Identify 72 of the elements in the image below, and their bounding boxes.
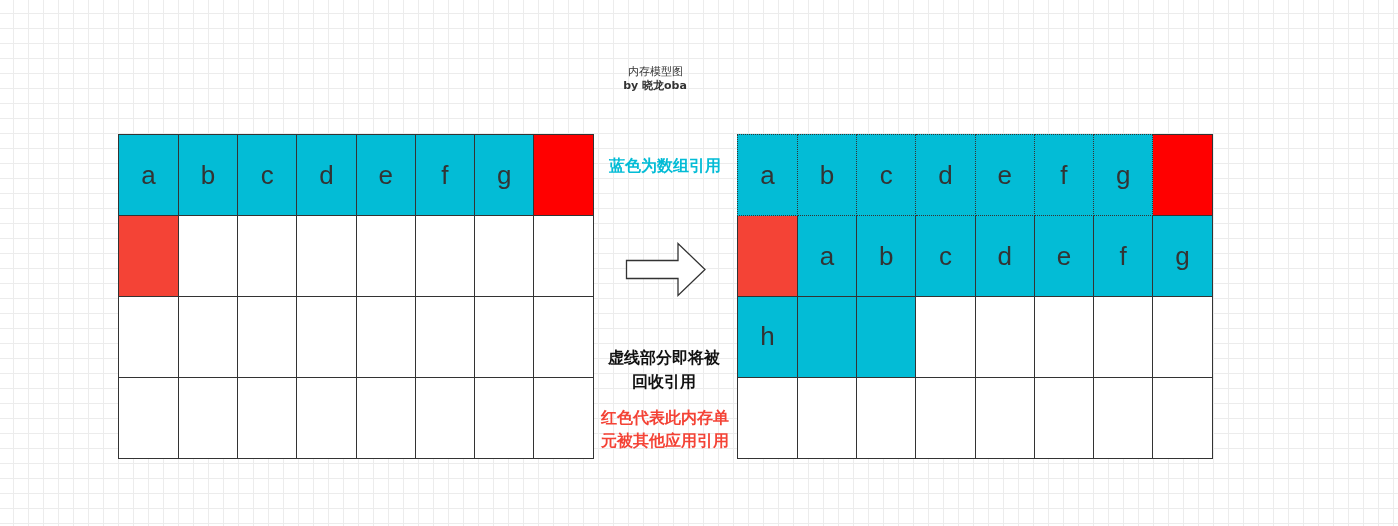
memory-cell <box>534 134 594 217</box>
memory-cell <box>1034 377 1094 459</box>
memory-cell <box>797 297 857 378</box>
memory-cell <box>534 216 594 298</box>
memory-cell <box>534 377 594 459</box>
memory-cell <box>178 216 238 298</box>
memory-cell: d <box>975 216 1035 298</box>
memory-cell <box>297 377 357 459</box>
memory-cell: b <box>857 216 917 298</box>
legend-note: 红色代表此内存单元被其他应用引用 <box>600 407 730 452</box>
memory-cell: b <box>797 134 857 217</box>
memory-cell: c <box>238 134 298 217</box>
memory-cell <box>737 216 798 298</box>
memory-grid <box>737 134 1213 459</box>
memory-cell <box>356 377 416 459</box>
memory-cell <box>1094 297 1154 378</box>
memory-cell <box>916 377 976 459</box>
memory-cell: d <box>916 134 976 217</box>
memory-cell: f <box>1094 216 1154 298</box>
memory-cell: b <box>178 134 238 217</box>
memory-cell <box>415 297 475 378</box>
memory-cell: f <box>1034 134 1094 217</box>
memory-cell <box>1153 134 1213 217</box>
legend-note: 虚线部分即将被回收引用 <box>607 347 721 393</box>
memory-cell <box>916 297 976 378</box>
memory-cell: e <box>356 134 416 217</box>
block-arrow <box>625 241 706 298</box>
memory-cell <box>1034 297 1094 378</box>
memory-cell <box>356 216 416 298</box>
memory-cell <box>118 297 179 378</box>
memory-cell: c <box>916 216 976 298</box>
memory-cell <box>1153 377 1213 459</box>
memory-cell: a <box>797 216 857 298</box>
memory-cell <box>475 216 535 298</box>
memory-cell <box>857 297 917 378</box>
memory-cell <box>857 377 917 459</box>
memory-cell: g <box>1094 134 1154 217</box>
memory-cell <box>118 377 179 459</box>
memory-cell <box>1094 377 1154 459</box>
memory-cell: e <box>1034 216 1094 298</box>
memory-cell <box>178 297 238 378</box>
author-credit: by 晓龙oba <box>622 79 688 93</box>
memory-cell <box>178 377 238 459</box>
memory-cell <box>975 297 1035 378</box>
memory-cell <box>1153 297 1213 378</box>
memory-cell: e <box>975 134 1035 217</box>
memory-cell <box>415 216 475 298</box>
memory-cell <box>297 297 357 378</box>
memory-cell: g <box>1153 216 1213 298</box>
memory-grid <box>118 134 594 459</box>
legend-note: 蓝色为数组引用 <box>608 155 722 177</box>
memory-cell <box>475 297 535 378</box>
memory-cell <box>797 377 857 459</box>
memory-cell <box>238 377 298 459</box>
memory-cell: g <box>475 134 535 217</box>
memory-cell: a <box>118 134 179 217</box>
memory-cell <box>415 377 475 459</box>
memory-cell <box>297 216 357 298</box>
memory-cell <box>975 377 1035 459</box>
memory-cell <box>356 297 416 378</box>
memory-cell <box>238 216 298 298</box>
memory-cell: f <box>415 134 475 217</box>
memory-cell: d <box>297 134 357 217</box>
diagram-title: 内存模型图 <box>626 65 684 79</box>
memory-cell: h <box>737 297 798 378</box>
memory-cell: c <box>857 134 917 217</box>
memory-cell <box>737 377 798 459</box>
memory-cell <box>118 216 179 298</box>
memory-cell <box>238 297 298 378</box>
memory-cell <box>534 297 594 378</box>
memory-cell: a <box>737 134 798 217</box>
memory-cell <box>475 377 535 459</box>
